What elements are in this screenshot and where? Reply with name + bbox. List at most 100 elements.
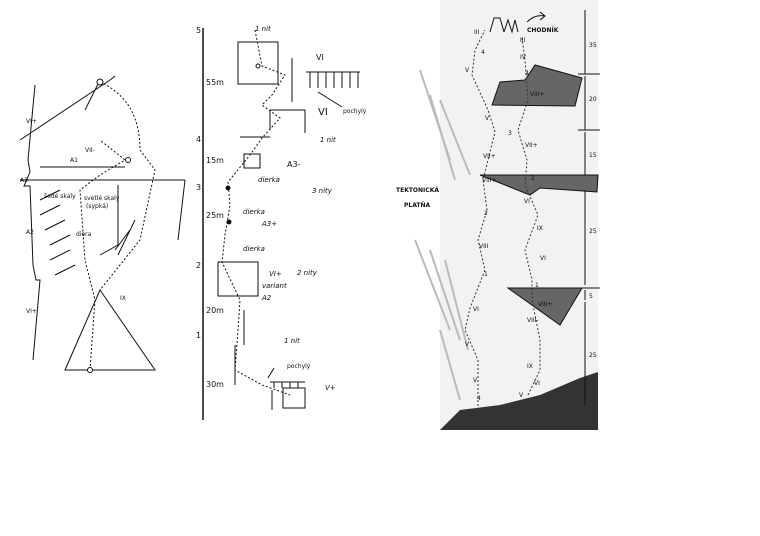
- route-label: pochylý: [287, 363, 311, 370]
- grade-label: VIII+: [482, 177, 496, 184]
- grade-label: VII+: [483, 153, 496, 160]
- distance-label: 5: [589, 293, 593, 300]
- grade-label: 4: [525, 70, 529, 77]
- pitch-length: 30m: [206, 380, 224, 389]
- left-label: šedé skaly: [44, 193, 76, 200]
- route-dashed-2: [79, 139, 126, 371]
- grade-label: V: [485, 115, 490, 122]
- left-label: svetlé skaly: [84, 195, 120, 202]
- grade-label: IX: [527, 363, 533, 370]
- belay-point: [125, 157, 131, 163]
- left-label: diera: [76, 231, 92, 238]
- grade-label: III: [520, 37, 526, 44]
- crack-symbol: [234, 58, 293, 410]
- grade-label: 4: [481, 49, 485, 56]
- block-top: [237, 41, 279, 85]
- left-label: VI+: [26, 308, 37, 315]
- grade-label: 1: [484, 271, 488, 278]
- grade-label: VI: [540, 255, 546, 262]
- trail-label: CHODNÍK: [527, 26, 559, 34]
- bolt-icon: [226, 219, 232, 225]
- grade-label: V: [519, 392, 524, 399]
- route-label: dierka: [258, 176, 280, 184]
- route-label: 3 nity: [312, 187, 333, 195]
- fault-hatching: [414, 69, 471, 401]
- left-topo: [19, 75, 186, 373]
- route-label: VI+: [269, 270, 282, 278]
- grade-label: IV: [520, 54, 527, 61]
- pitch-length: 25m: [206, 211, 224, 220]
- pitch-length: 55m: [206, 78, 224, 87]
- middle-route-labels: 1 nit VI VI pochylý 1 nit A3- dierka 3 n…: [243, 25, 367, 392]
- grade-label: III: [474, 29, 480, 36]
- route-dashed-1: [99, 81, 156, 291]
- overhang-block-middle: [479, 174, 599, 196]
- right-topo: [414, 0, 600, 430]
- belay-number: 1: [196, 331, 201, 340]
- pillar-triangle: [64, 288, 156, 371]
- left-label: VII-: [85, 147, 95, 154]
- left-label: A1: [70, 157, 78, 164]
- route-right: [517, 37, 541, 396]
- pitch-length: 15m: [206, 156, 224, 165]
- grade-label: 4: [477, 395, 481, 402]
- route-label: A2: [261, 294, 272, 302]
- belay-number: 5: [196, 26, 201, 35]
- overhang-block-bottom: [506, 287, 583, 326]
- block-a3: [243, 153, 261, 169]
- belay-number: 2: [196, 261, 201, 270]
- middle-axis-labels: 5 4 3 2 1 55m 15m 25m 20m 30m: [196, 26, 224, 389]
- overhang-block-top: [491, 64, 583, 107]
- ridge-line: [19, 75, 116, 141]
- belay-number: 4: [196, 135, 201, 144]
- fault-label: PLATŇA: [404, 201, 431, 209]
- right-wall: [177, 179, 186, 241]
- bolt-icon: [255, 63, 261, 69]
- route-left: [464, 29, 496, 410]
- left-label: IX: [120, 295, 126, 302]
- pitch-length: 20m: [206, 306, 224, 315]
- summit-towers: [489, 17, 519, 34]
- pointer-arrow: [267, 91, 343, 379]
- left-label: (sypká): [86, 203, 108, 210]
- route-line: [221, 29, 291, 396]
- distance-scale: [578, 10, 600, 405]
- ground-slope: [440, 372, 598, 430]
- distance-label: 20: [589, 96, 597, 103]
- grade-label: VI: [524, 198, 530, 205]
- block-bottom: [282, 387, 306, 409]
- route-label: dierka: [243, 245, 265, 253]
- route-label: 2 nity: [297, 269, 318, 277]
- grade-label: 3: [508, 130, 512, 137]
- middle-topo: [202, 28, 360, 420]
- distance-label: 35: [589, 42, 597, 49]
- left-label: A3: [20, 177, 28, 184]
- route-label: pochylý: [343, 108, 367, 115]
- left-profile-line: [23, 84, 41, 361]
- route-label: dierka: [243, 208, 265, 216]
- grade-label: IX: [537, 225, 543, 232]
- right-topo-labels: CHODNÍK TEKTONICKÁ PLATŇA III 4 V III IV…: [396, 26, 597, 402]
- left-shading: [39, 189, 76, 276]
- grade-label: VIII+: [538, 301, 552, 308]
- route-label: 1 nit: [320, 136, 336, 144]
- left-label: A2: [26, 229, 34, 236]
- grade-label: VIII+: [530, 91, 544, 98]
- overhang-roof: [306, 71, 360, 88]
- grade-label: 1: [535, 282, 539, 289]
- route-label: A3+: [261, 220, 277, 228]
- belay-number: 3: [196, 183, 201, 192]
- grade-label: V: [465, 67, 470, 74]
- route-label: VI: [318, 107, 328, 118]
- grade-label: 2: [531, 175, 535, 182]
- grade-label: V: [473, 377, 478, 384]
- rock-background: [440, 0, 598, 430]
- grade-label: VI: [473, 306, 479, 313]
- left-topo-labels: VI+ A3 A2 VI+ VII- A1 IX svetlé skaly (s…: [20, 118, 126, 315]
- route-label: A3-: [287, 160, 301, 169]
- fault-label: TEKTONICKÁ: [396, 187, 439, 194]
- route-label: V+: [325, 384, 336, 392]
- grade-label: V: [465, 341, 470, 348]
